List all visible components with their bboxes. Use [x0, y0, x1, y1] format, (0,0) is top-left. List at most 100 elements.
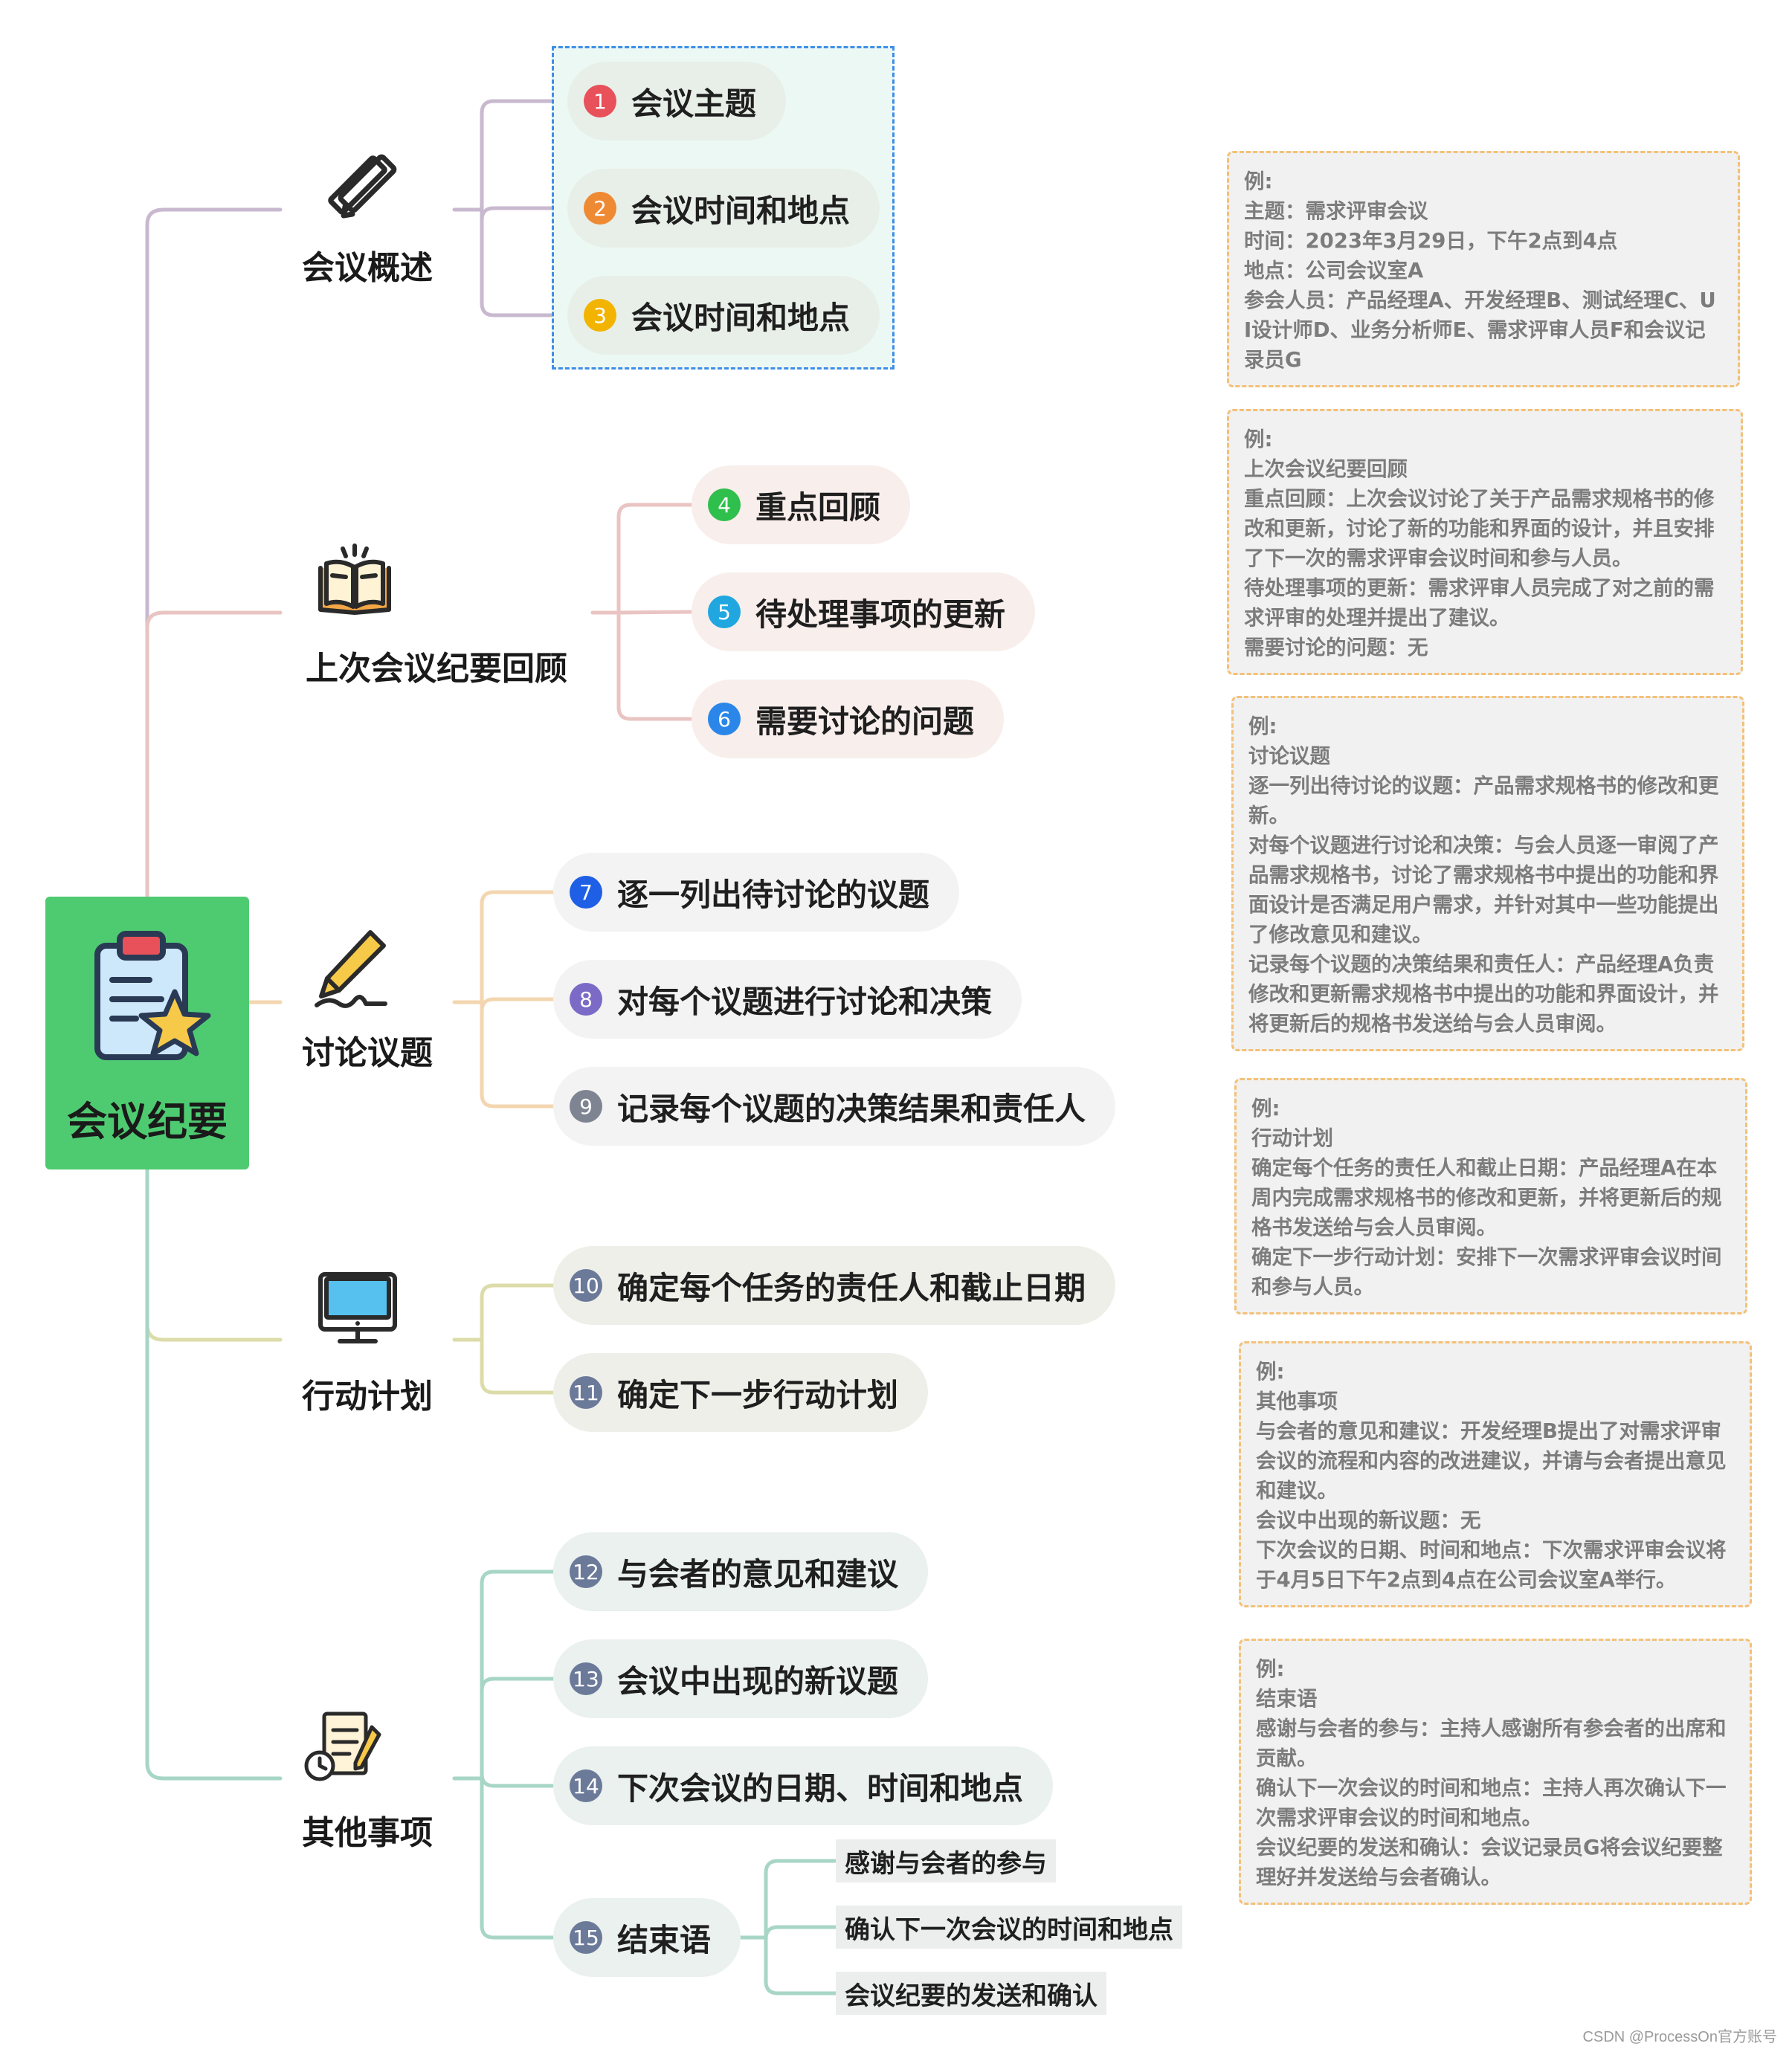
topic-other-items[interactable]: 其他事项	[280, 1682, 454, 1874]
root-label: 会议纪要	[67, 1098, 228, 1145]
note-line: 讨论议题	[1248, 744, 1330, 768]
note-line: 例:	[1244, 428, 1273, 451]
root-node[interactable]: 会议纪要	[45, 897, 249, 1169]
note-line: 例:	[1251, 1097, 1280, 1120]
topic-label: 上次会议纪要回顾	[306, 650, 567, 688]
topic-2-fan-branch-1	[616, 503, 694, 615]
subtopic-11[interactable]: 11 确定下一步行动计划	[553, 1353, 929, 1432]
subtopic-13[interactable]: 13 会议中出现的新议题	[553, 1639, 929, 1718]
note-line: 上次会议纪要回顾	[1244, 457, 1408, 481]
subtopic-8[interactable]: 8 对每个议题进行讨论和决策	[553, 960, 1022, 1039]
note-line: 感谢与会者的参与：主持人感谢所有参会者的出席和贡献。	[1256, 1717, 1727, 1770]
subtopic-5[interactable]: 5 待处理事项的更新	[692, 572, 1036, 651]
topic-label: 会议概述	[302, 249, 433, 287]
note-line: 需要讨论的问题：无	[1244, 636, 1428, 659]
note-line: 重点回顾：上次会议讨论了关于产品需求规格书的修改和更新，讨论了新的功能和界面的设…	[1244, 487, 1715, 570]
subtopic-label: 重点回顾	[755, 488, 881, 526]
subtopic-label: 确定下一步行动计划	[617, 1376, 899, 1413]
subtopic-14[interactable]: 14 下次会议的日期、时间和地点	[553, 1746, 1054, 1825]
open-book-icon	[318, 543, 391, 615]
topic-meeting-overview[interactable]: 会议概述	[280, 110, 454, 309]
note-line: 其他事项	[1256, 1390, 1338, 1413]
topic-discussion-items[interactable]: 讨论议题	[280, 910, 454, 1094]
subtopic-10[interactable]: 10 确定每个任务的责任人和截止日期	[553, 1246, 1116, 1325]
note-line: 例:	[1248, 714, 1277, 738]
leaf-send-minutes[interactable]: 会议纪要的发送和确认	[836, 1972, 1106, 2015]
note-line: 时间：2023年3月29日，下午2点到4点	[1244, 229, 1618, 253]
subtopic-label: 需要讨论的问题	[755, 703, 975, 740]
leaf-confirm-next-meeting[interactable]: 确认下一次会议的时间和地点	[836, 1906, 1182, 1949]
root-to-topic-5	[145, 1167, 283, 1781]
topic-last-minutes-review[interactable]: 上次会议纪要回顾	[280, 516, 593, 710]
note-line: 例:	[1244, 170, 1273, 193]
topic-4-fan-branch-2	[480, 1338, 555, 1395]
note-line: 确认下一次会议的时间和地点：主持人再次确认下一次需求评审会议的时间和地点。	[1256, 1776, 1727, 1830]
topic-5-fan-branch-2	[480, 1677, 555, 1781]
note-line: 会议纪要的发送和确认：会议记录员G将会议纪要整理好并发送给与会者确认。	[1256, 1836, 1723, 1889]
topic-1-fan-branch-3	[480, 207, 570, 317]
subtopic-9[interactable]: 9 记录每个议题的决策结果和责任人	[553, 1067, 1116, 1146]
note-line: 记录每个议题的决策结果和责任人：产品经理A负责修改和更新需求规格书中提出的功能和…	[1248, 952, 1719, 1036]
subtopic-15-fan-branch-1	[764, 1859, 838, 1940]
topic-label: 其他事项	[302, 1814, 433, 1852]
root-to-topic-2	[145, 610, 283, 899]
root-to-topic-4	[145, 1167, 283, 1342]
root-to-topic-1	[145, 207, 283, 899]
note-closing-example: 例: 结束语 感谢与会者的参与：主持人感谢所有参会者的出席和贡献。 确认下一次会…	[1239, 1639, 1752, 1905]
subtopic-4[interactable]: 4 重点回顾	[692, 465, 911, 544]
subtopic-1[interactable]: 1 会议主题	[567, 62, 787, 141]
monitor-icon	[318, 1272, 397, 1343]
subtopic-label: 会议中出现的新议题	[617, 1662, 899, 1700]
subtopic-12[interactable]: 12 与会者的意见和建议	[553, 1532, 929, 1611]
note-line: 下次会议的日期、时间和地点：下次需求评审会议将于4月5日下午2点到4点在公司会议…	[1256, 1538, 1727, 1592]
subtopic-label: 会议时间和地点	[631, 299, 851, 336]
subtopic-label: 记录每个议题的决策结果和责任人	[617, 1090, 1086, 1127]
subtopic-15[interactable]: 15 结束语	[553, 1898, 741, 1977]
note-line: 主题：需求评审会议	[1244, 199, 1428, 223]
pen-signature-icon	[315, 930, 387, 1008]
topic-1-fan-branch-1	[480, 99, 570, 212]
note-line: 待处理事项的更新：需求评审人员完成了对之前的需求评审的处理并提出了建议。	[1244, 576, 1715, 630]
subtopic-15-fan-branch-2	[764, 1925, 838, 1941]
number-badge: 5	[708, 596, 741, 628]
watermark: CSDN @ProcessOn官方账号	[1582, 2029, 1777, 2045]
note-review-example: 例: 上次会议纪要回顾 重点回顾：上次会议讨论了关于产品需求规格书的修改和更新，…	[1227, 409, 1743, 675]
note-line: 地点：公司会议室A	[1244, 259, 1424, 283]
subtopic-label: 结束语	[617, 1921, 712, 1958]
subtopic-7[interactable]: 7 逐一列出待讨论的议题	[553, 853, 960, 932]
note-line: 例:	[1256, 1360, 1285, 1384]
subtopic-3[interactable]: 3 会议时间和地点	[567, 276, 880, 355]
document-clock-pen-icon	[304, 1711, 381, 1781]
number-badge: 8	[570, 983, 602, 1016]
number-badge: 12	[570, 1555, 602, 1588]
leaf-thanks[interactable]: 感谢与会者的参与	[836, 1839, 1056, 1882]
number-badge: 6	[708, 703, 741, 735]
subtopic-2[interactable]: 2 会议时间和地点	[567, 169, 880, 248]
subtopic-label: 待处理事项的更新	[755, 596, 1006, 633]
topic-2-fan-branch-2	[616, 610, 694, 615]
note-line: 例:	[1256, 1657, 1285, 1681]
number-badge: 13	[570, 1662, 602, 1695]
topic-2-fan-branch-3	[616, 610, 694, 721]
topic-label: 讨论议题	[302, 1034, 433, 1072]
note-line: 确定下一步行动计划：安排下一次需求评审会议时间和参与人员。	[1251, 1245, 1722, 1299]
topic-3-fan-branch-1	[480, 890, 555, 1004]
subtopic-15-fan-branch-3	[764, 1935, 838, 1995]
subtopic-label: 对每个议题进行讨论和决策	[617, 983, 993, 1020]
note-discussion-example: 例: 讨论议题 逐一列出待讨论的议题：产品需求规格书的修改和更新。 对每个议题进…	[1231, 696, 1744, 1051]
topic-5-fan-branch-4	[480, 1776, 555, 1940]
note-line: 参会人员：产品经理A、开发经理B、测试经理C、UI设计师D、业务分析师E、需求评…	[1244, 288, 1716, 372]
subtopic-6[interactable]: 6 需要讨论的问题	[692, 680, 1005, 758]
number-badge: 1	[584, 85, 616, 117]
subtopic-label: 确定每个任务的责任人和截止日期	[617, 1269, 1086, 1306]
subtopic-label: 下次会议的日期、时间和地点	[617, 1769, 1024, 1807]
subtopic-label: 与会者的意见和建议	[617, 1555, 899, 1593]
note-line: 逐一列出待讨论的议题：产品需求规格书的修改和更新。	[1248, 774, 1719, 827]
note-line: 确定每个任务的责任人和截止日期：产品经理A在本周内完成需求规格书的修改和更新，并…	[1251, 1156, 1722, 1239]
subtopic-label: 会议主题	[631, 85, 757, 122]
topic-5-fan-branch-3	[480, 1772, 555, 1788]
note-overview-example: 例: 主题：需求评审会议 时间：2023年3月29日，下午2点到4点 地点：公司…	[1227, 151, 1740, 387]
number-badge: 2	[584, 192, 616, 225]
topic-action-plan[interactable]: 行动计划	[280, 1242, 454, 1438]
